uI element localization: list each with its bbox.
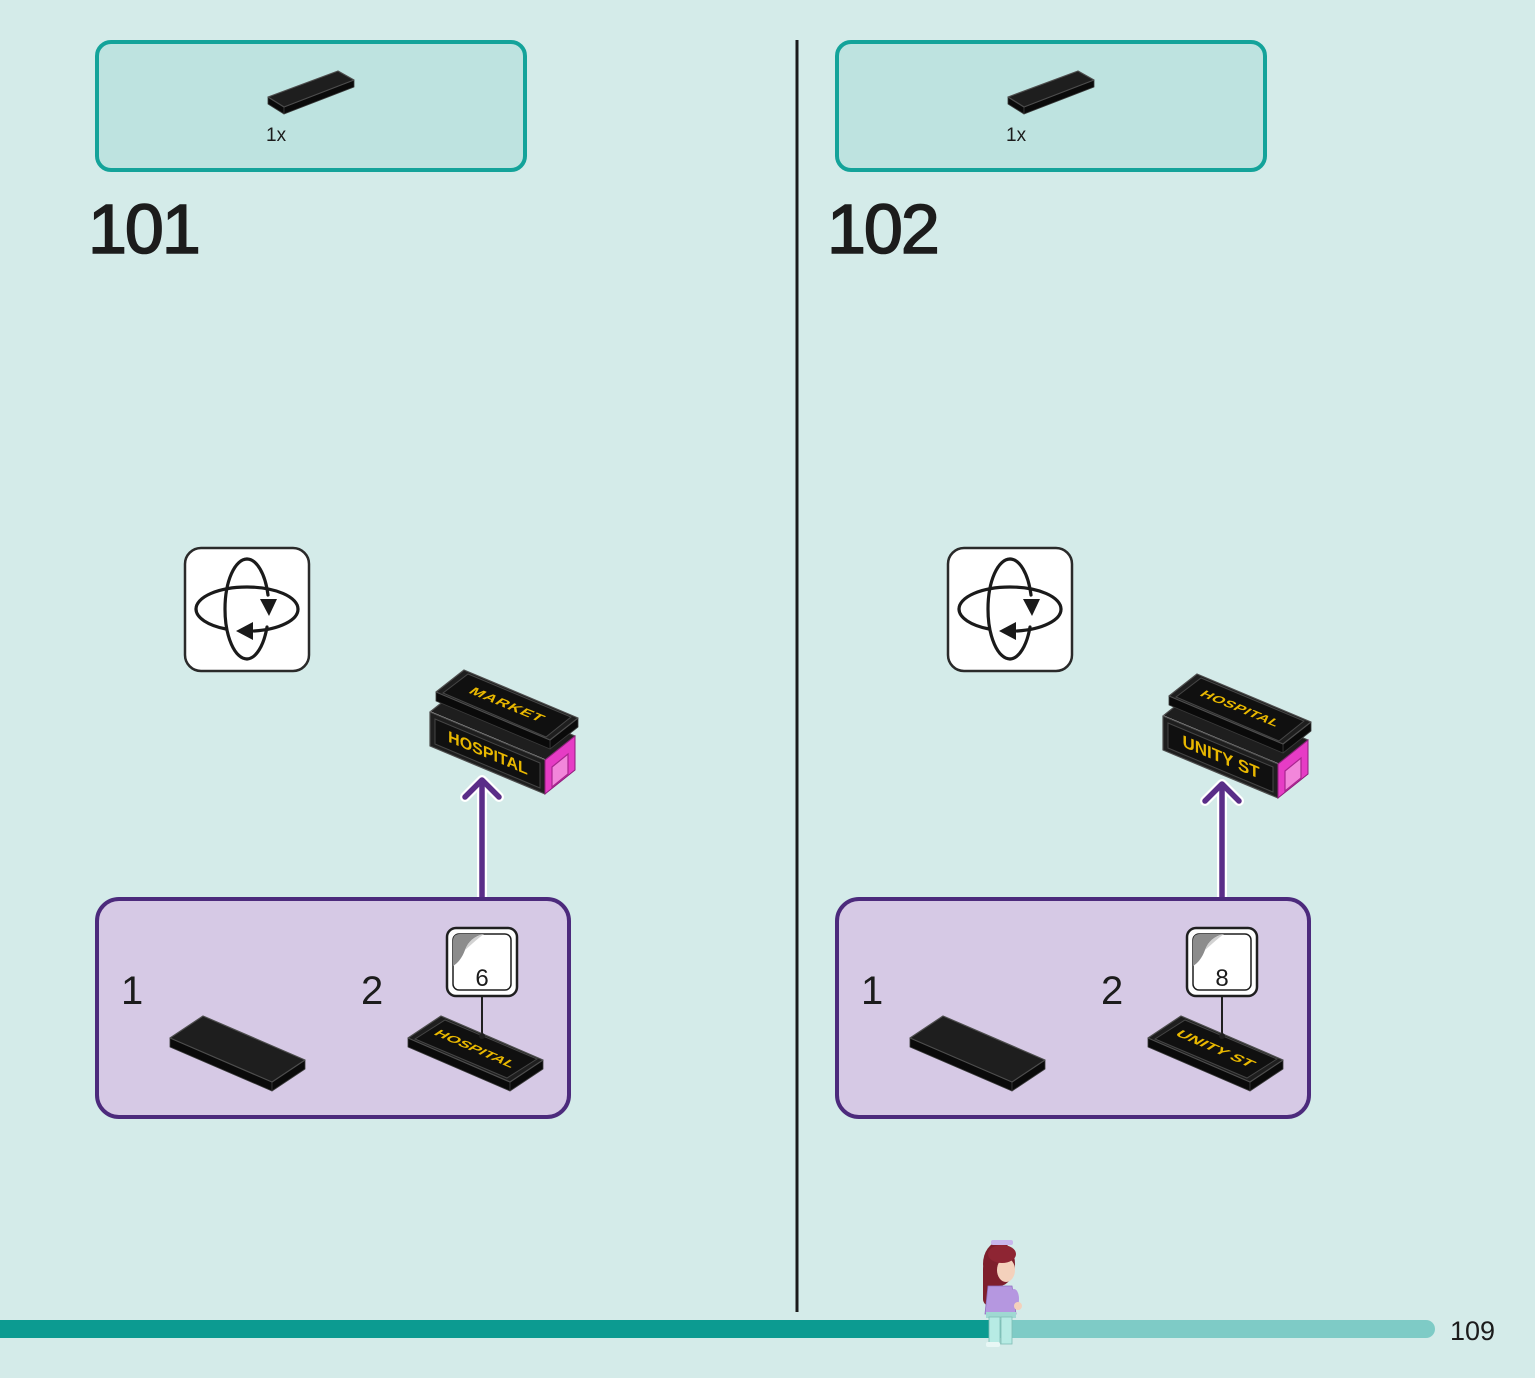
rotate-icon-frame (183, 546, 311, 673)
rotate-arc (245, 625, 269, 661)
printed-tile: UNITY ST (1147, 1015, 1284, 1092)
top-tile-sticker (1175, 677, 1305, 742)
front-sticker (434, 718, 541, 789)
attach-arrow (1200, 779, 1244, 902)
minifig-leg (1000, 1316, 1013, 1345)
tile-top-face (267, 70, 355, 108)
tile-top-face (909, 1015, 1046, 1083)
minifig-leg (988, 1316, 1001, 1345)
rotate-icon-frame (946, 546, 1074, 673)
substep-number: 2 (1101, 969, 1123, 1013)
arrow-head (1202, 781, 1242, 804)
rotate-arrowhead (260, 599, 277, 616)
rotate-arc (194, 585, 300, 611)
black-tile-icon (267, 70, 355, 115)
rotate-arc (1008, 625, 1032, 661)
top-tile-sticker (442, 673, 572, 738)
step-102: 1x 102 (826, 40, 1312, 1119)
minifig-bangs (988, 1245, 1016, 1263)
rotate-arc (223, 557, 249, 661)
rotate-model-icon (183, 546, 311, 673)
black-tile-icon (1007, 70, 1095, 115)
arrow-head (462, 777, 502, 800)
printed-tile: HOSPITAL (407, 1015, 544, 1092)
minifig-face (997, 1258, 1015, 1282)
minifig-headband (991, 1240, 1013, 1245)
parts-list-box: 1x (95, 40, 527, 172)
tile-sticker-area (413, 1019, 539, 1079)
progress-bar (0, 1320, 1435, 1338)
front-sticker (1167, 722, 1274, 793)
sign-model: MARKET HOSPITAL (429, 669, 579, 796)
part-quantity: 1x (266, 125, 287, 146)
pink-end-panel (1284, 756, 1302, 793)
minifigure-progress-marker-icon (983, 1240, 1022, 1347)
black-tile-icon (909, 1015, 1046, 1092)
tile-sticker-area (1153, 1019, 1279, 1079)
sticker-number: 6 (475, 965, 488, 992)
sticker-number: 8 (1215, 965, 1228, 992)
rotate-model-icon (946, 546, 1074, 673)
rotate-arc (1015, 607, 1063, 633)
rotate-arc (957, 585, 1063, 611)
black-tile-icon (169, 1015, 306, 1092)
part-quantity: 1x (1006, 125, 1027, 146)
rotate-arc (957, 607, 991, 631)
substep-number: 1 (861, 969, 883, 1013)
sign-model: HOSPITAL UNITY ST (1162, 673, 1312, 800)
step-number: 101 (88, 190, 199, 268)
rotate-arrowhead (236, 622, 253, 640)
sticker-icon: 8 (1185, 926, 1259, 998)
parts-list-box: 1x (835, 40, 1267, 172)
step-number: 102 (827, 190, 938, 268)
sticker-pointer-dot (479, 1033, 485, 1039)
rotate-arrowhead (999, 622, 1016, 640)
substep-number: 1 (121, 969, 143, 1013)
minifig-shoe (986, 1342, 1000, 1347)
tile-top-face (1007, 70, 1095, 108)
substep-number: 2 (361, 969, 383, 1013)
sticker-peel (453, 934, 484, 966)
rotate-arrowhead (1023, 599, 1040, 616)
attach-arrow (460, 775, 504, 902)
tile-top-face (169, 1015, 306, 1083)
rotate-arc (194, 607, 228, 631)
pink-end-panel (551, 752, 569, 789)
subassembly-box: 1 2 6 HOSPITAL (95, 897, 571, 1119)
progress-bar-done (0, 1320, 991, 1338)
step-101: 1x 101 (87, 40, 579, 1119)
parts-list-frame (835, 40, 1267, 172)
minifig-hips (986, 1312, 1016, 1318)
parts-list-frame (95, 40, 527, 172)
rotate-arc (986, 557, 1012, 661)
minifig-hand (1014, 1302, 1022, 1310)
subassembly-box: 1 2 8 UNITY ST (835, 897, 1311, 1119)
rotate-arc (252, 607, 300, 633)
sticker-pointer-dot (1219, 1033, 1225, 1039)
sticker-icon: 6 (445, 926, 519, 998)
sticker-peel (1193, 934, 1224, 966)
page-number: 109 (1450, 1316, 1495, 1346)
